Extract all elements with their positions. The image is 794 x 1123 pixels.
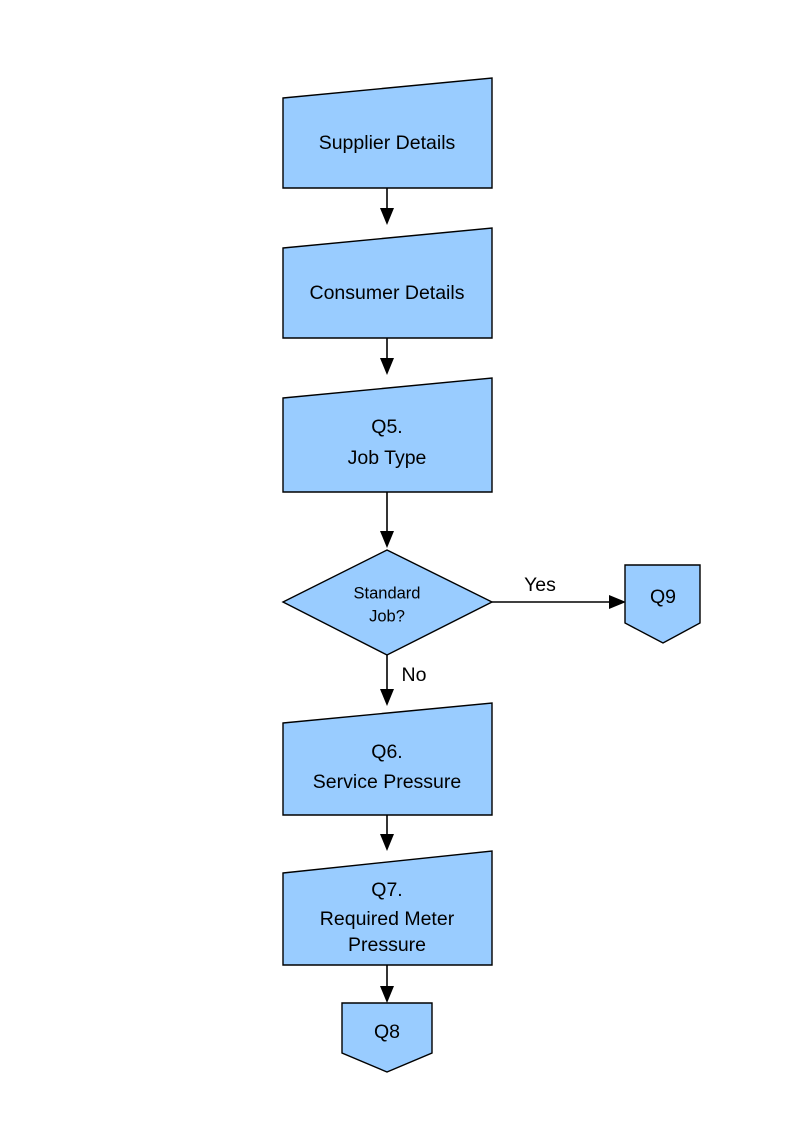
consumer-details-label: Consumer Details xyxy=(310,282,465,304)
arrow-head-3 xyxy=(380,531,394,548)
connector-decision-to-q9 xyxy=(492,595,626,609)
connector-q5-to-decision xyxy=(380,492,394,548)
consumer-details-shape[interactable] xyxy=(282,227,493,339)
q7-required-meter-pressure-label-line1: Q7. xyxy=(371,879,402,901)
connector-supplier-to-consumer xyxy=(380,188,394,225)
q5-job-type-label-line2: Job Type xyxy=(348,447,427,469)
q6-service-pressure-shape[interactable] xyxy=(282,702,493,816)
node-supplier-details[interactable]: Supplier Details xyxy=(282,77,493,189)
q7-required-meter-pressure-label-line3: Pressure xyxy=(348,934,426,956)
edge-label-no: No xyxy=(402,664,427,686)
q7-required-meter-pressure-shape[interactable] xyxy=(282,850,493,966)
arrow-head-6 xyxy=(380,834,394,851)
q9-shape[interactable] xyxy=(624,564,701,644)
supplier-details-label: Supplier Details xyxy=(319,132,456,154)
arrow-head-1 xyxy=(380,208,394,225)
edge-label-yes: Yes xyxy=(524,574,556,596)
arrow-head-no xyxy=(380,689,394,706)
arrow-head-yes xyxy=(609,595,626,609)
connector-q6-to-q7 xyxy=(380,815,394,851)
node-q5-job-type[interactable]: Q5. Job Type xyxy=(282,377,493,493)
standard-job-decision-label-line2: Job? xyxy=(369,607,405,625)
q9-label: Q9 xyxy=(650,586,676,608)
arrow-head-2 xyxy=(380,358,394,375)
q6-service-pressure-label-line2: Service Pressure xyxy=(313,771,461,793)
node-standard-job-decision[interactable]: Standard Job? xyxy=(281,549,494,656)
connector-decision-to-q6 xyxy=(380,655,394,706)
node-q9[interactable]: Q9 xyxy=(624,564,701,644)
standard-job-decision-shape[interactable] xyxy=(281,549,494,656)
standard-job-decision-label-line1: Standard xyxy=(354,584,421,602)
node-q8[interactable]: Q8 xyxy=(341,1002,433,1073)
q8-label: Q8 xyxy=(374,1021,400,1043)
q8-shape[interactable] xyxy=(341,1002,433,1073)
q5-job-type-label-line1: Q5. xyxy=(371,416,402,438)
q7-required-meter-pressure-label-line2: Required Meter xyxy=(320,908,455,930)
node-q6-service-pressure[interactable]: Q6. Service Pressure xyxy=(282,702,493,816)
connector-q7-to-q8 xyxy=(380,965,394,1003)
connector-consumer-to-q5 xyxy=(380,338,394,375)
q6-service-pressure-label-line1: Q6. xyxy=(371,741,402,763)
node-q7-required-meter-pressure[interactable]: Q7. Required Meter Pressure xyxy=(282,850,493,966)
arrow-head-7 xyxy=(380,986,394,1003)
q5-job-type-shape[interactable] xyxy=(282,377,493,493)
supplier-details-shape[interactable] xyxy=(282,77,493,189)
node-consumer-details[interactable]: Consumer Details xyxy=(282,227,493,339)
